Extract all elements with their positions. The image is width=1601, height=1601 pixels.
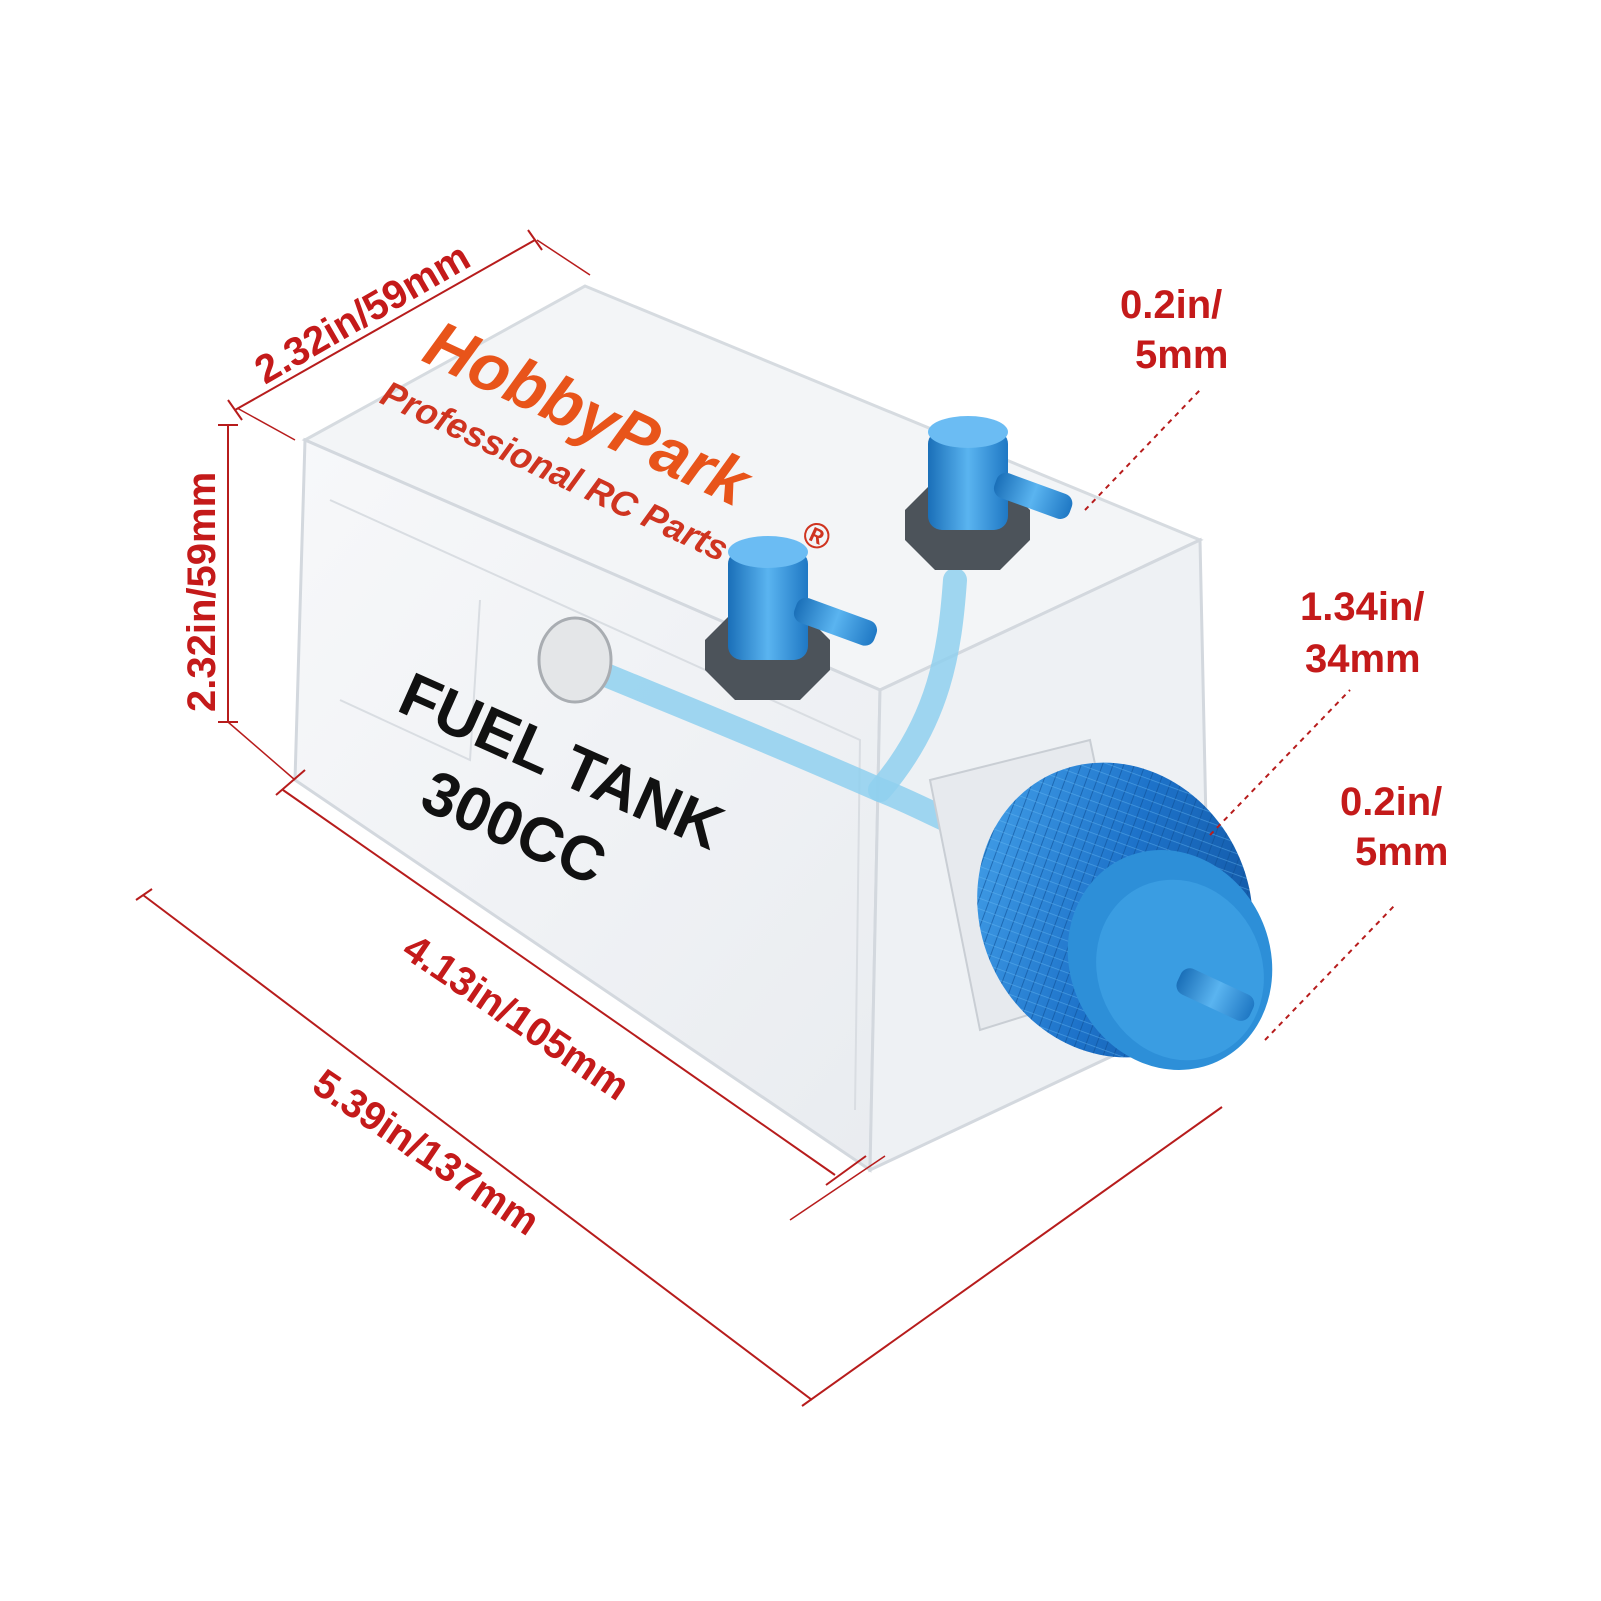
dim-total-length: 5.39in/137mm — [305, 1061, 547, 1244]
front-fitting — [705, 536, 878, 700]
dim-cap-diameter-1: 1.34in/ — [1300, 585, 1425, 629]
dim-side-height: 2.32in/59mm — [180, 472, 224, 712]
dimension-lines — [135, 229, 1396, 1407]
fuel-clunk — [537, 616, 613, 704]
rear-fitting — [905, 416, 1073, 570]
dim-top-nipple-2: 5mm — [1135, 333, 1228, 377]
dim-cap-nipple-1: 0.2in/ — [1340, 780, 1442, 824]
dim-top-nipple-1: 0.2in/ — [1120, 283, 1222, 327]
dim-cap-diameter-2: 34mm — [1305, 637, 1421, 681]
cap-nipple — [1176, 968, 1255, 1021]
dim-cap-nipple-2: 5mm — [1355, 830, 1448, 874]
filler-cap — [928, 738, 1273, 1070]
